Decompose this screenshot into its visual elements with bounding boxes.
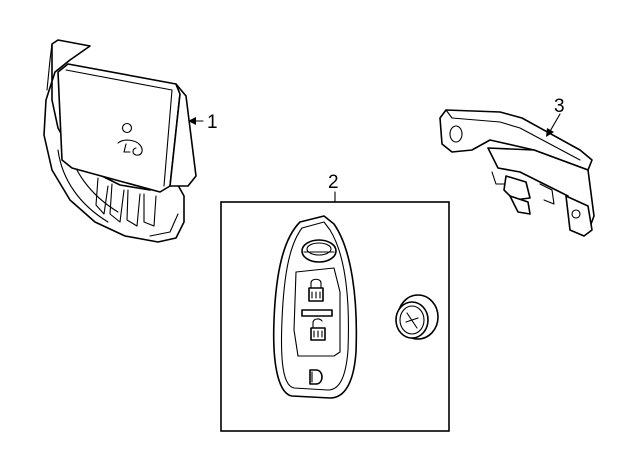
trunk-button-icon	[309, 369, 323, 385]
kit-box	[220, 201, 450, 432]
mounting-bracket-icon	[439, 109, 595, 237]
callout-3: 3	[546, 96, 565, 137]
smart-key-fob-icon	[272, 215, 358, 399]
callout-2-label: 2	[328, 172, 339, 193]
callout-1-label: 1	[207, 112, 218, 133]
unlock-button-icon	[310, 318, 326, 341]
callout-3-label: 3	[554, 96, 565, 117]
callout-1: 1	[188, 112, 218, 133]
lock-button-icon	[308, 278, 324, 302]
coin-battery-icon	[395, 294, 439, 340]
receiver-module-icon	[43, 39, 197, 243]
callout-2: 2	[328, 172, 339, 203]
